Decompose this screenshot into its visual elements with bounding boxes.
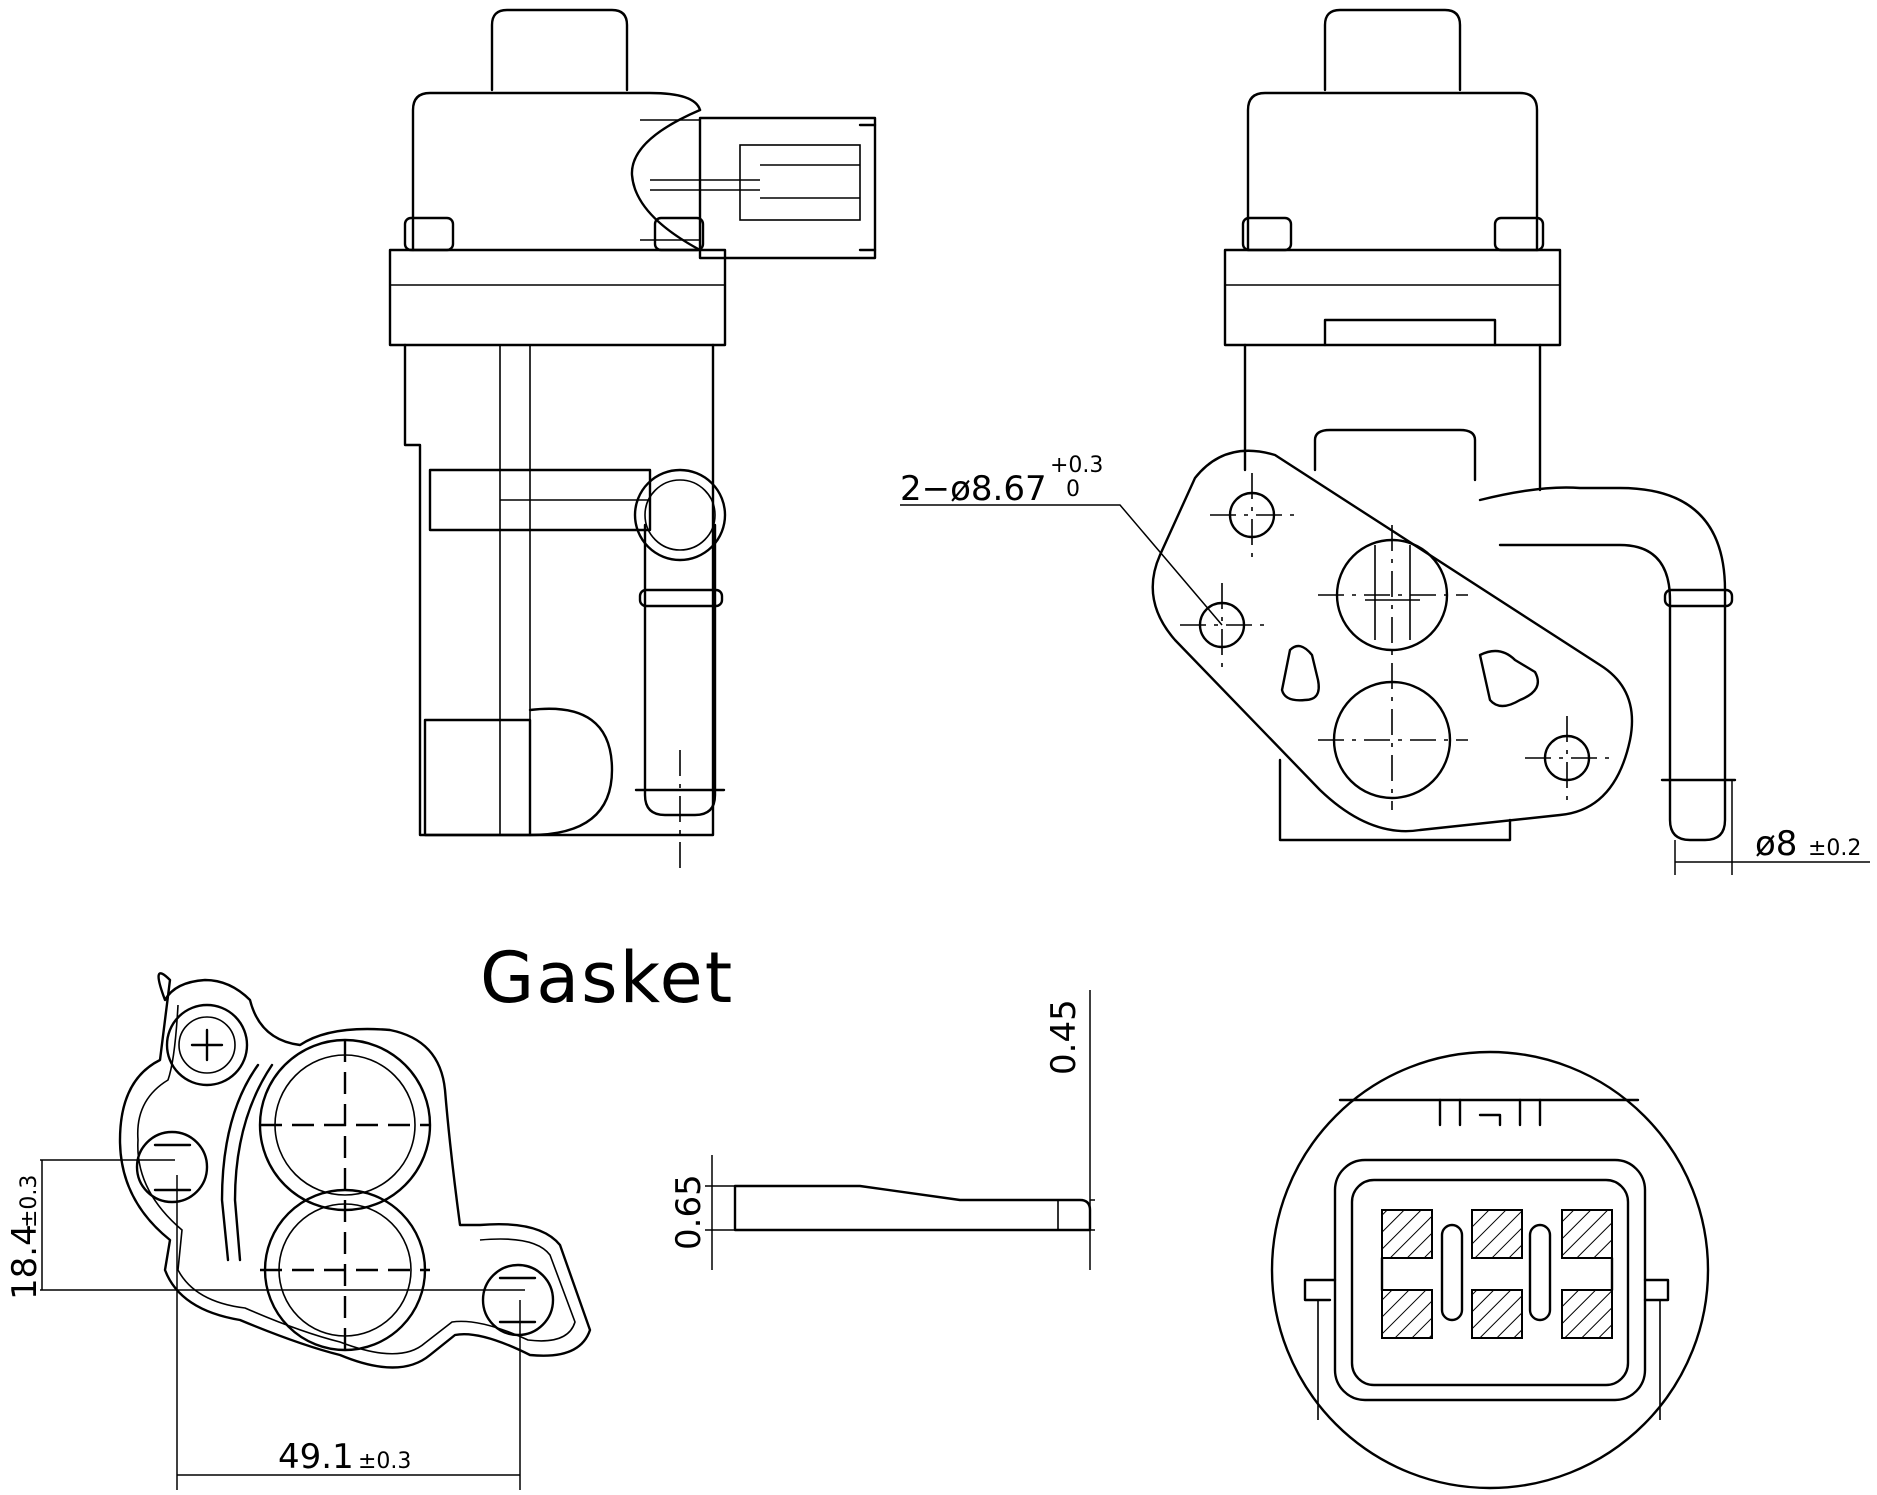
gasket-section-view: 0.65 0.45 bbox=[669, 990, 1095, 1270]
valve-front-view bbox=[1151, 8, 1737, 842]
gasket-height-tol: ±0.3 bbox=[17, 1175, 42, 1228]
pipe-dim-tol: ±0.2 bbox=[1808, 836, 1861, 861]
gasket-width-dimension: 49.1 ±0.3 bbox=[176, 1175, 521, 1490]
hole-dimension-callout: 2−ø8.67 +0.3 0 bbox=[900, 453, 1223, 626]
pipe-diameter-dimension: ø8 ±0.2 bbox=[1674, 780, 1870, 875]
connector-detail-view bbox=[1270, 1050, 1710, 1490]
gasket-title: Gasket bbox=[480, 937, 734, 1019]
gasket-height-dimension: 18.4 ±0.3 bbox=[5, 1159, 525, 1300]
gasket-width-tol: ±0.3 bbox=[358, 1449, 411, 1474]
valve-side-view bbox=[388, 8, 877, 870]
hole-tol-lower: 0 bbox=[1066, 477, 1080, 502]
hole-dim-text: 2−ø8.67 bbox=[900, 469, 1047, 509]
thickness-thin-label: 0.45 bbox=[1044, 999, 1084, 1075]
gasket-width-value: 49.1 bbox=[278, 1437, 354, 1477]
gasket-height-value: 18.4 bbox=[5, 1224, 45, 1300]
pipe-dim-value: ø8 bbox=[1755, 824, 1797, 864]
thickness-thick-label: 0.65 bbox=[669, 1174, 709, 1250]
hole-tol-upper: +0.3 bbox=[1050, 453, 1103, 478]
gasket-view bbox=[118, 972, 592, 1369]
